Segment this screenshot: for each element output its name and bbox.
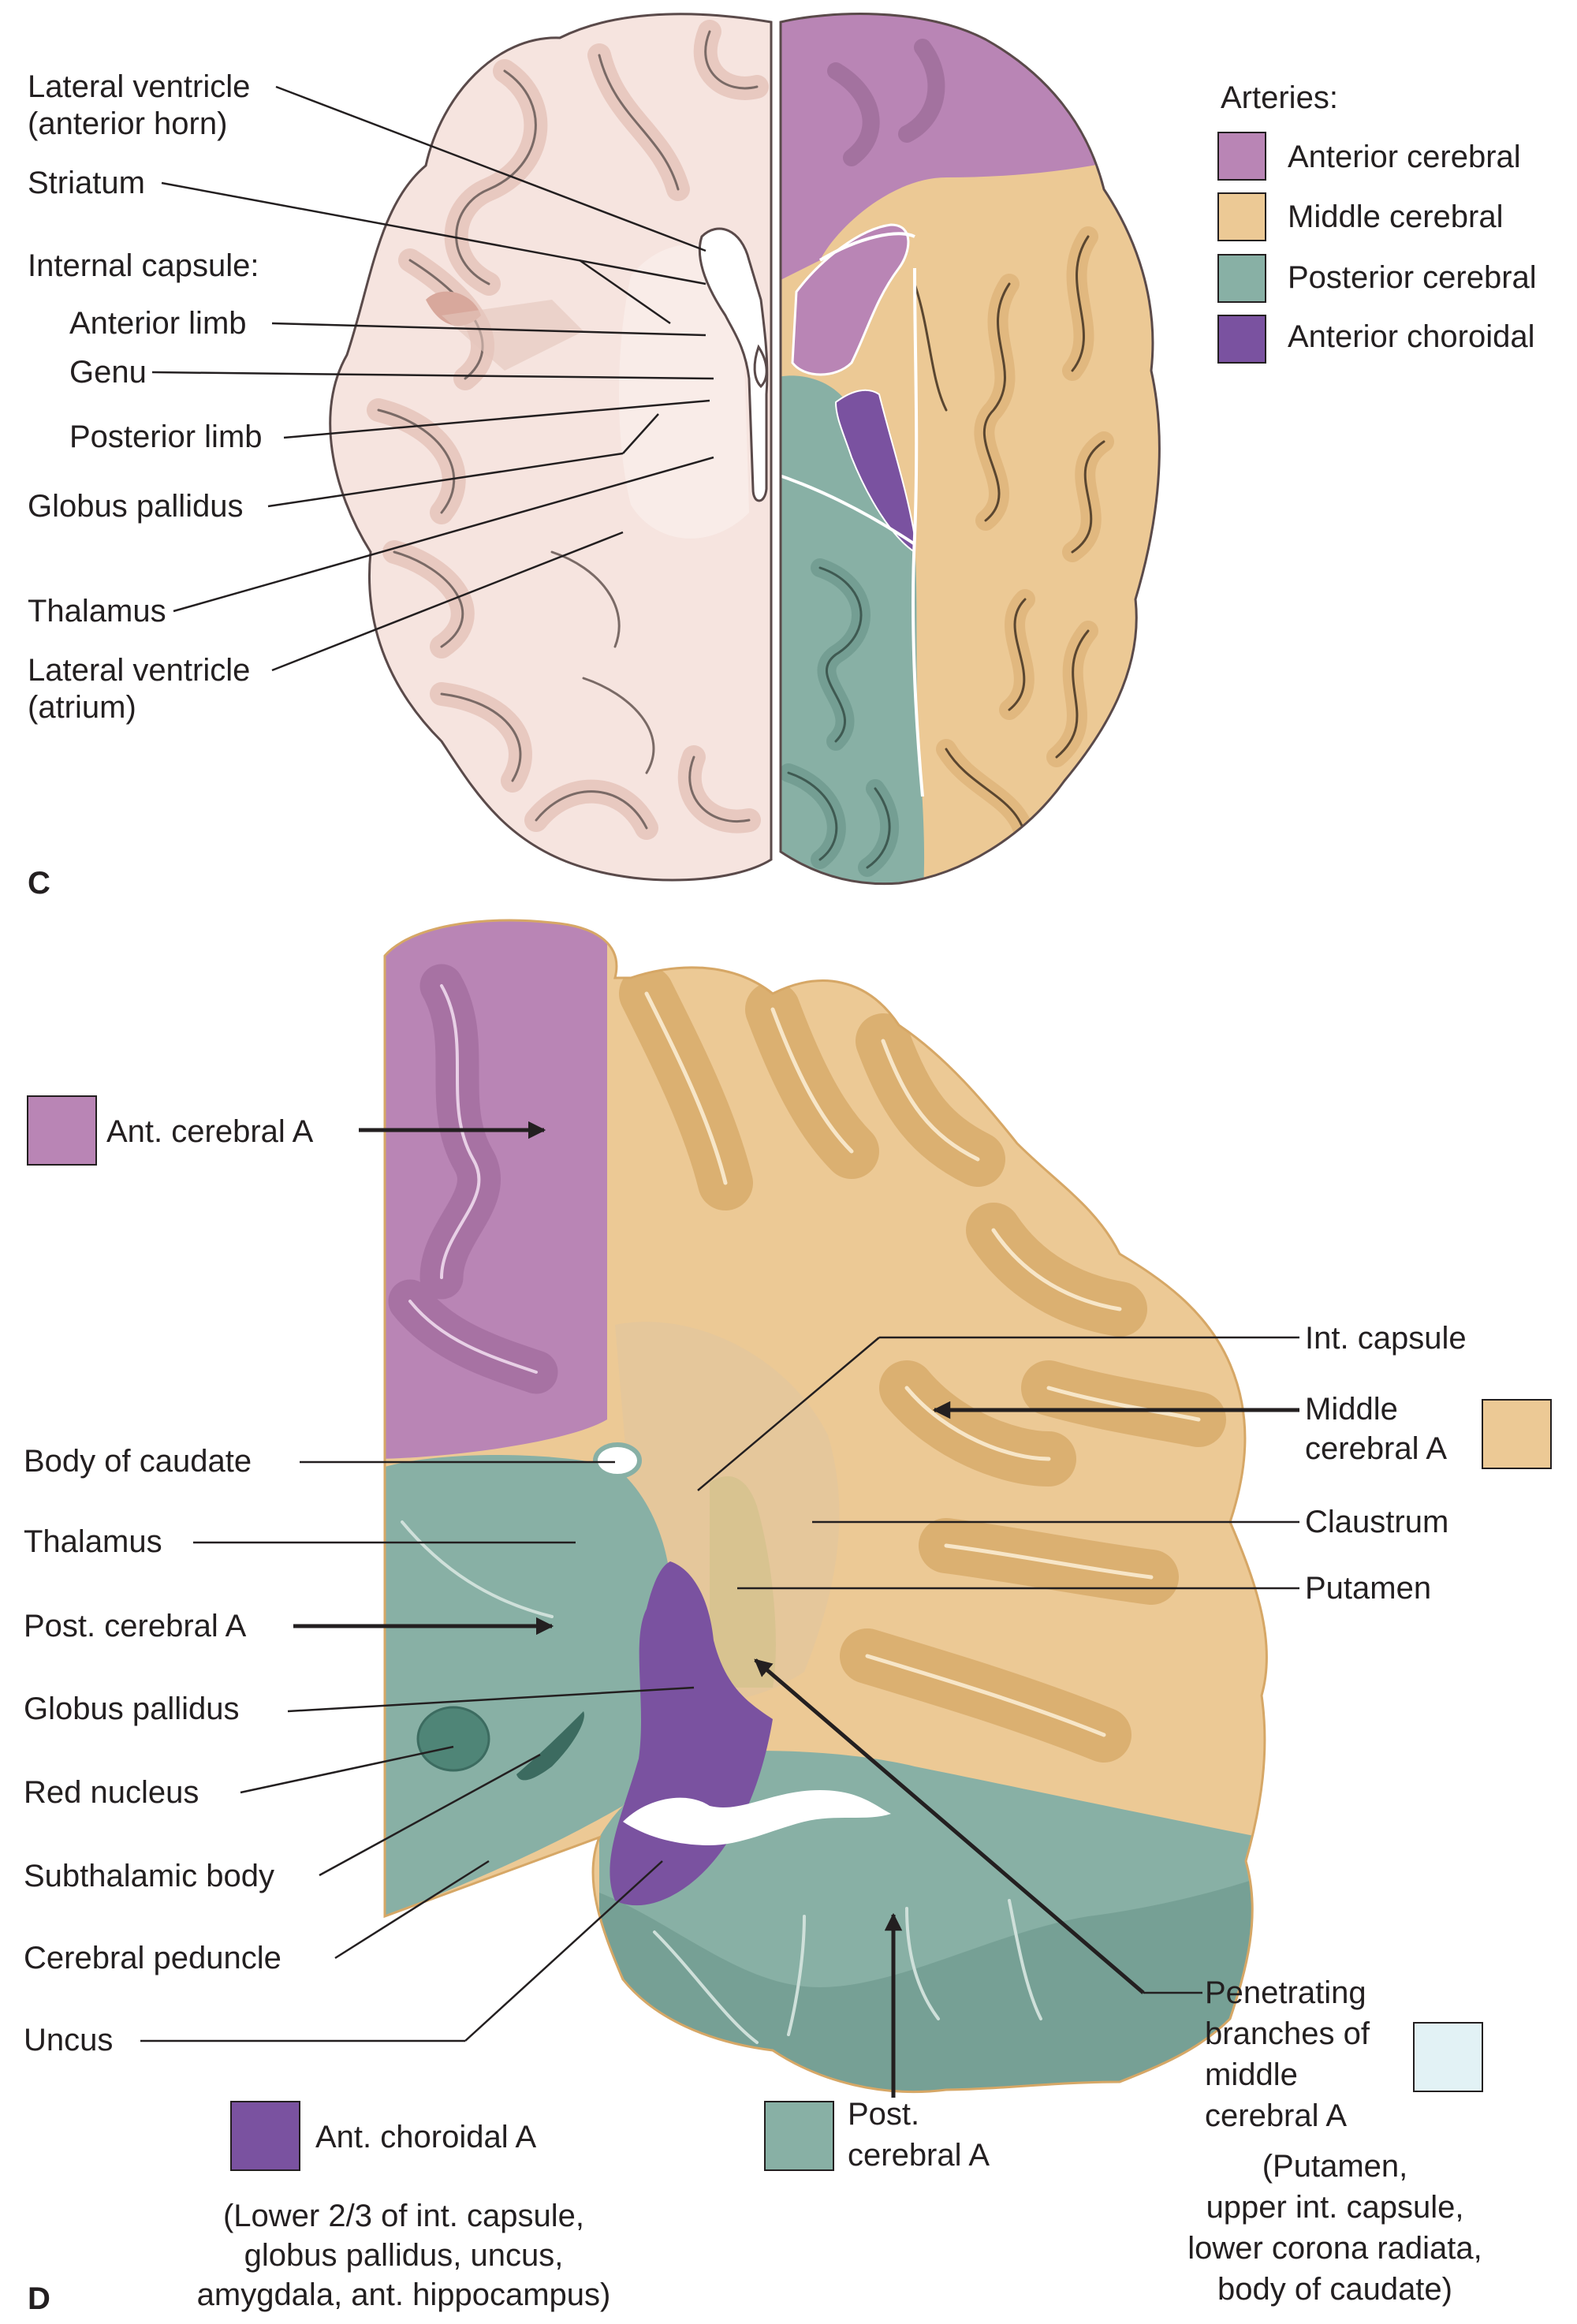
legend-middle-cerebral: Middle cerebral — [1288, 200, 1503, 234]
aca-medial-lobe — [791, 223, 910, 376]
legend-swatch-anterior-choroidal — [1217, 315, 1266, 364]
label-thalamus-c: Thalamus — [28, 594, 166, 629]
panel-d-swatches — [27, 1095, 1552, 2171]
left-gyri — [367, 20, 769, 840]
left-hemisphere — [329, 13, 773, 882]
swatch-ant-choroidal — [230, 2101, 300, 2171]
label-penetrating: Penetrating — [1205, 1975, 1366, 2010]
label-globus-pallidus-d: Globus pallidus — [24, 1692, 240, 1726]
swatch-middle-cerebral — [1482, 1399, 1552, 1469]
coronal-brain-section — [383, 919, 1268, 2094]
note-amygdala-hippocampus: amygdala, ant. hippocampus) — [197, 2277, 611, 2312]
label-red-nucleus: Red nucleus — [24, 1775, 199, 1810]
label-int-capsule: Int. capsule — [1305, 1321, 1467, 1356]
label-globus-pallidus-c: Globus pallidus — [28, 489, 244, 524]
label-striatum: Striatum — [28, 166, 145, 200]
legend-swatch-middle-cerebral — [1217, 192, 1266, 241]
note-upper-int-capsule: upper int. capsule, — [1206, 2190, 1464, 2225]
label-middle: Middle — [1305, 1392, 1398, 1427]
caudate-body — [593, 1442, 642, 1479]
label-internal-capsule: Internal capsule: — [28, 248, 259, 283]
label-anterior-horn: (anterior horn) — [28, 106, 227, 141]
label-cerebral-a-post: cerebral A — [848, 2138, 990, 2173]
swatch-penetrating — [1413, 2022, 1483, 2092]
label-lateral-ventricle-anterior: Lateral ventricle — [28, 69, 250, 104]
label-posterior-limb: Posterior limb — [69, 420, 263, 454]
panel-c-leaders — [151, 85, 714, 672]
legend-swatch-anterior-cerebral — [1217, 132, 1266, 181]
label-genu: Genu — [69, 355, 147, 390]
legend-posterior-cerebral: Posterior cerebral — [1288, 260, 1537, 295]
label-subthalamic-body: Subthalamic body — [24, 1859, 274, 1893]
legend-anterior-choroidal: Anterior choroidal — [1288, 319, 1535, 354]
label-body-of-caudate: Body of caudate — [24, 1444, 252, 1479]
artery-legend: Arteries: Anterior cerebral Middle cereb… — [1217, 80, 1537, 364]
label-middle-pen: middle — [1205, 2057, 1298, 2092]
label-cerebral-a-mid: cerebral A — [1305, 1431, 1447, 1466]
right-hemisphere — [779, 13, 1161, 886]
subthalamic-body-shape — [516, 1711, 584, 1781]
label-post: Post. — [848, 2097, 919, 2132]
legend-title: Arteries: — [1221, 80, 1338, 115]
axial-brain-section — [329, 13, 1161, 886]
label-cerebral-a-pen: cerebral A — [1205, 2098, 1347, 2133]
note-lower-corona-radiata: lower corona radiata, — [1187, 2231, 1482, 2266]
note-putamen: (Putamen, — [1262, 2149, 1408, 2184]
note-body-of-caudate: body of caudate) — [1217, 2272, 1452, 2307]
red-nucleus-shape — [416, 1706, 490, 1772]
putamen-region — [710, 1475, 776, 1688]
label-cerebral-peduncle: Cerebral peduncle — [24, 1941, 281, 1975]
label-anterior-limb: Anterior limb — [69, 306, 247, 341]
panel-c-labels: Lateral ventricle (anterior horn) Striat… — [28, 69, 263, 901]
deep-nuclei-left — [619, 244, 749, 539]
note-lower-int-capsule: (Lower 2/3 of int. capsule, — [223, 2199, 584, 2233]
swatch-post-cerebral — [764, 2101, 834, 2171]
note-globus-uncus: globus pallidus, uncus, — [244, 2238, 564, 2273]
label-branches-of: branches of — [1205, 2016, 1370, 2051]
label-claustrum: Claustrum — [1305, 1505, 1448, 1539]
lateral-ventricle — [698, 227, 769, 502]
panel-label-d: D — [28, 2281, 50, 2316]
label-ant-cerebral-a: Ant. cerebral A — [106, 1114, 314, 1149]
label-post-cerebral-a-left: Post. cerebral A — [24, 1609, 247, 1643]
label-putamen: Putamen — [1305, 1571, 1431, 1606]
label-atrium: (atrium) — [28, 690, 136, 725]
legend-anterior-cerebral: Anterior cerebral — [1288, 140, 1521, 174]
legend-swatch-posterior-cerebral — [1217, 254, 1266, 303]
panel-d-labels: Ant. cerebral A Body of caudate Thalamus… — [24, 1114, 1482, 2316]
label-uncus: Uncus — [24, 2023, 113, 2057]
panel-label-c: C — [28, 866, 50, 901]
label-thalamus-d: Thalamus — [24, 1524, 162, 1559]
panel-d-leaders — [140, 1121, 1299, 2098]
swatch-ant-cerebral — [27, 1095, 97, 1166]
label-lateral-ventricle-atrium: Lateral ventricle — [28, 653, 250, 688]
temporal-horn — [623, 1790, 891, 1845]
label-ant-choroidal-a: Ant. choroidal A — [315, 2120, 536, 2154]
